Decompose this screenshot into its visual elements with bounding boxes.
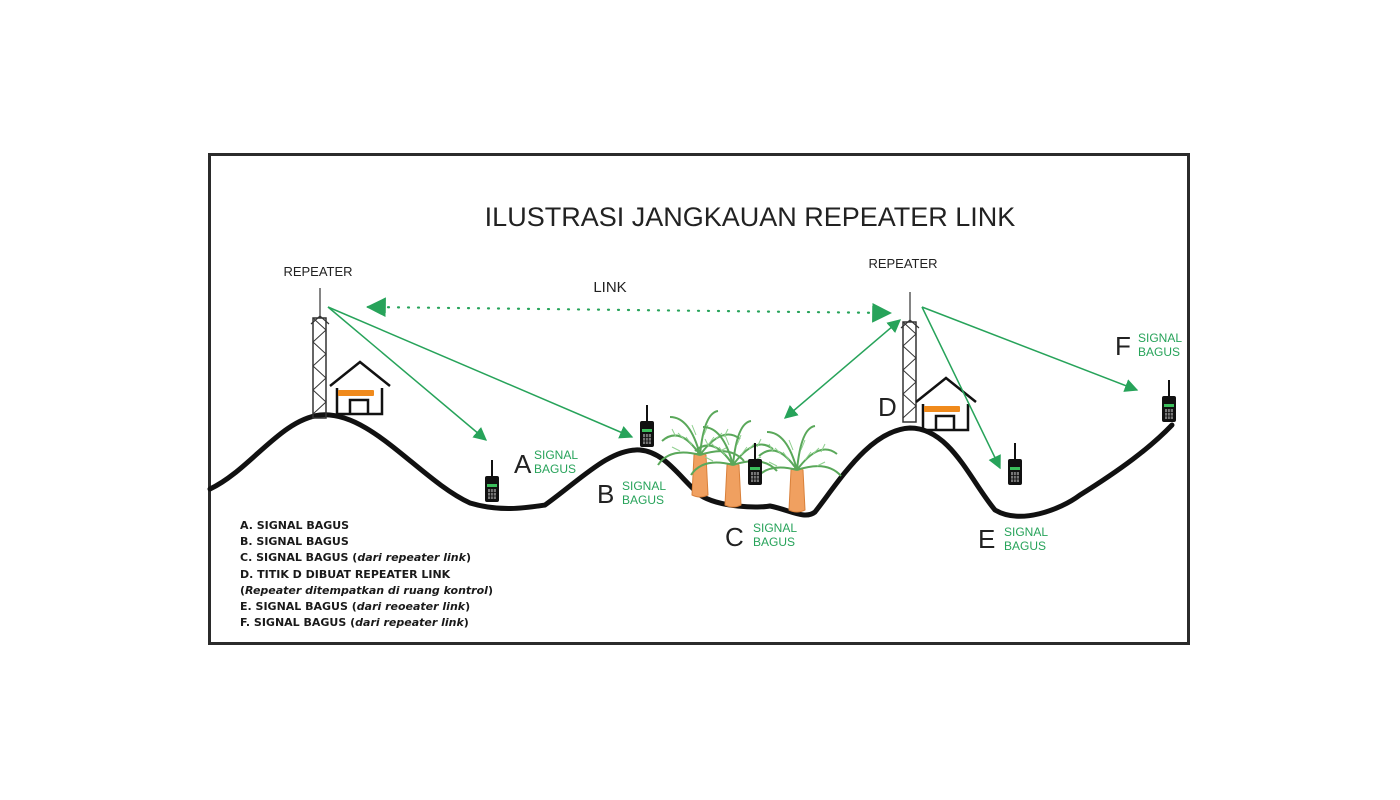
signal-arrow <box>921 306 1001 470</box>
point-signal-e: SIGNAL <box>1004 525 1048 539</box>
diagram-frame <box>208 153 1190 645</box>
legend-item: F. SIGNAL BAGUS (dari repeater link) <box>240 616 469 630</box>
legend-item: D. TITIK D DIBUAT REPEATER LINK <box>240 567 451 581</box>
signal-arrow <box>921 306 1139 392</box>
repeater-tower-icon <box>310 287 330 419</box>
point-letter-c: C <box>725 522 744 552</box>
point-signal-e: BAGUS <box>1004 539 1046 553</box>
diagram-title: ILUSTRASI JANGKAUAN REPEATER LINK <box>485 202 1016 232</box>
signal-arrow <box>327 306 634 439</box>
point-letter-b: B <box>597 479 614 509</box>
repeater-label: REPEATER <box>868 256 937 271</box>
point-signal-b: SIGNAL <box>622 479 666 493</box>
signal-arrow <box>783 319 902 419</box>
point-signal-b: BAGUS <box>622 493 664 507</box>
radio-icon <box>747 442 763 486</box>
point-letter-a: A <box>514 449 532 479</box>
radio-icon <box>1007 442 1023 486</box>
point-letter-d: D <box>878 392 897 422</box>
legend-item: C. SIGNAL BAGUS (dari repeater link) <box>240 551 471 565</box>
point-signal-f: SIGNAL <box>1138 331 1182 345</box>
signal-arrow <box>327 306 488 441</box>
legend-item: E. SIGNAL BAGUS (dari reoeater link) <box>240 600 471 614</box>
link-arrow <box>366 297 892 323</box>
link-label: LINK <box>593 279 626 296</box>
radio-icon <box>639 404 655 448</box>
point-letter-e: E <box>978 524 995 554</box>
repeater-label: REPEATER <box>283 264 352 279</box>
point-signal-c: BAGUS <box>753 535 795 549</box>
point-signal-a: BAGUS <box>534 462 576 476</box>
legend: A. SIGNAL BAGUS B. SIGNAL BAGUS C. SIGNA… <box>240 518 493 631</box>
palm-tree-icon <box>754 425 842 513</box>
repeater-tower-icon <box>900 291 920 423</box>
radio-icon <box>484 459 500 503</box>
legend-item: B. SIGNAL BAGUS <box>240 535 349 549</box>
control-room-house-icon <box>328 360 392 416</box>
legend-item: A. SIGNAL BAGUS <box>240 519 350 532</box>
point-signal-c: SIGNAL <box>753 521 797 535</box>
point-signal-f: BAGUS <box>1138 345 1180 359</box>
point-letter-f: F <box>1115 331 1131 361</box>
point-signal-a: SIGNAL <box>534 448 578 462</box>
control-room-house-icon <box>914 376 978 432</box>
radio-icon <box>1161 379 1177 423</box>
legend-item: (Repeater ditempatkan di ruang kontrol) <box>240 583 493 597</box>
